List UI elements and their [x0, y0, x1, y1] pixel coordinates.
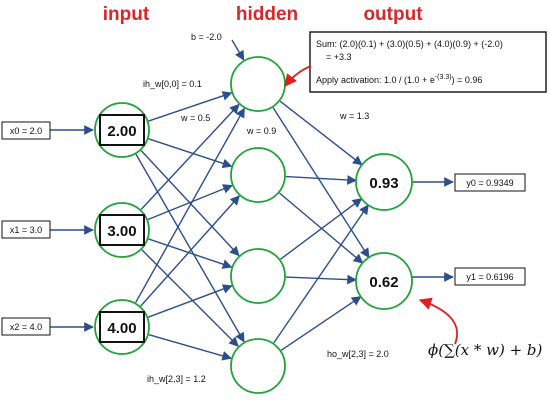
weight-label-w-09: w = 0.9	[246, 126, 276, 136]
edge-input-1-hidden-2	[148, 238, 233, 269]
header-input: input	[103, 4, 150, 25]
header-hidden: hidden	[236, 4, 298, 25]
input-label-box-1: x1 = 3.0	[1, 220, 51, 239]
edge-input-2-hidden-1	[140, 195, 240, 307]
edge-input-2-hidden-3	[148, 334, 233, 361]
output-node-0: 0.93	[355, 153, 413, 211]
edge-input-0-hidden-0	[148, 91, 233, 122]
hidden-node-3	[230, 338, 286, 394]
input-node-0: 2.00	[94, 102, 150, 158]
input-label-box-2: x2 = 4.0	[1, 317, 51, 336]
input-node-2: 4.00	[94, 299, 150, 355]
input-node-2-value: 4.00	[107, 320, 136, 337]
callout-arrow-output	[418, 297, 458, 345]
callout-arrow-hidden	[284, 65, 312, 87]
weight-label-ih-23: ih_w[2,3] = 1.2	[147, 374, 206, 384]
input-label-0: x0 = 2.0	[10, 126, 42, 136]
calc-activation-line: Apply activation: 1.0 / (1.0 + e-(3.3)) …	[316, 74, 482, 85]
bias-label: b = -2.0	[191, 32, 222, 42]
edge-hidden-1-output-0	[285, 175, 358, 185]
hidden-node-2	[230, 248, 286, 304]
weight-label-ih-00: ih_w[0,0] = 0.1	[143, 79, 202, 89]
edge-hidden-2-output-0	[280, 198, 363, 260]
input-node-0-value: 2.00	[107, 123, 136, 140]
edge-input-1-hidden-3	[141, 249, 239, 347]
edge-hidden-0-output-1	[272, 107, 370, 259]
calc-result-line: = +3.3	[326, 52, 352, 62]
output-node-1: 0.62	[355, 252, 413, 310]
weight-label-w-05: w = 0.5	[180, 113, 210, 123]
weight-label-ho-23: ho_w[2,3] = 2.0	[327, 349, 389, 359]
output-label-box-0: y0 = 0.9349	[454, 173, 526, 192]
input-node-1: 3.00	[94, 202, 150, 258]
input-node-1-value: 3.00	[107, 223, 136, 240]
edge-hidden-2-output-1	[285, 274, 358, 285]
header-output: output	[363, 4, 423, 25]
output-node-0-value: 0.93	[369, 175, 398, 192]
output-node-1-value: 0.62	[369, 274, 398, 291]
edge-hidden-3-output-0	[273, 204, 369, 344]
edge-hidden-1-output-1	[278, 192, 364, 264]
hidden-node-1	[230, 147, 286, 203]
edge-input-1-hidden-0	[140, 103, 240, 210]
edge-input-2-hidden-0	[135, 107, 245, 303]
connection-arrows	[50, 39, 454, 361]
edge-hidden-0-output-0	[279, 100, 363, 166]
edge-input-0-hidden-3	[135, 153, 245, 343]
calc-sum-line: Sum: (2.0)(0.1) + (3.0)(0.5) + (4.0)(0.9…	[316, 39, 503, 49]
edge-input-1-hidden-1	[147, 184, 233, 221]
output-label-box-1: y1 = 0.6196	[454, 267, 526, 286]
edge-hidden-3-output-1	[280, 296, 362, 351]
activation-formula: ϕ(∑(x * w) + b)	[428, 341, 543, 359]
hidden-node-0	[230, 56, 286, 112]
edge-input-0-hidden-1	[148, 138, 233, 169]
input-label-box-0: x0 = 2.0	[1, 121, 51, 140]
edge-input-2-hidden-2	[147, 284, 233, 318]
edge-bias-hidden-0	[231, 39, 245, 61]
input-label-1: x1 = 3.0	[10, 225, 42, 235]
input-label-2: x2 = 4.0	[10, 322, 42, 332]
output-label-0: y0 = 0.9349	[466, 178, 513, 188]
calculation-box: Sum: (2.0)(0.1) + (3.0)(0.5) + (4.0)(0.9…	[309, 31, 547, 93]
output-label-1: y1 = 0.6196	[466, 272, 513, 282]
weight-label-w-13: w = 1.3	[339, 111, 369, 121]
